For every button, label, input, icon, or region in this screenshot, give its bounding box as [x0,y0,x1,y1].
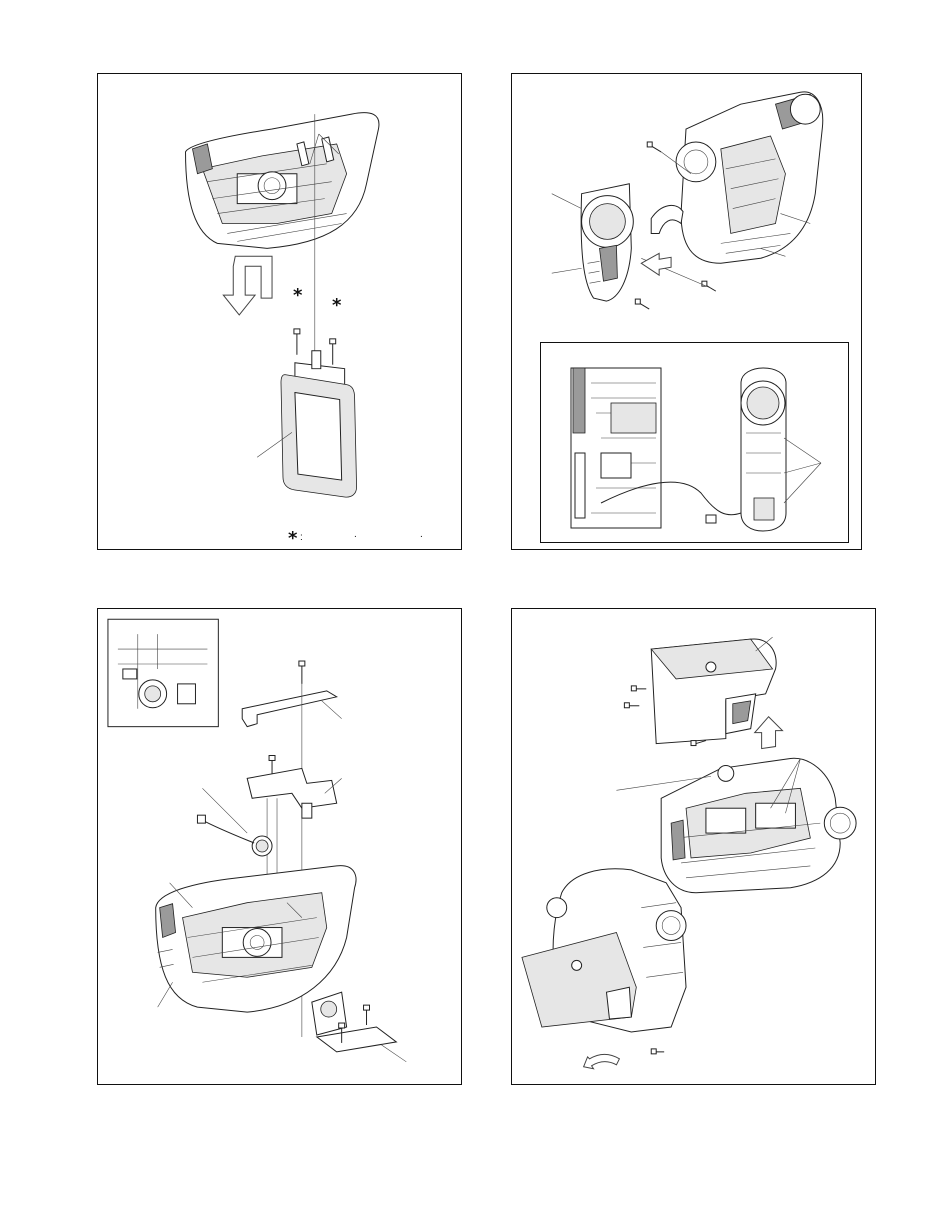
cassette-cover-removal-drawing [521,636,857,1070]
direction-arrow-icon [222,255,273,316]
grip-removal-drawing [551,91,824,310]
speaker-illustration [196,814,273,857]
leader-line [169,882,193,908]
direction-arrow-icon [753,715,784,750]
detail-inset [107,618,219,728]
upper-housing-illustration [185,112,380,249]
mechanism-illustration [660,757,857,894]
legend-asterisk: * [288,528,298,549]
camera-open-view-illustration [521,868,687,1033]
screw-icon [623,702,640,709]
grip-section-detail [740,367,787,532]
leader-line [381,1044,407,1063]
asterisk-mark-left: * [293,285,303,306]
motor-bracket-illustration [311,991,398,1053]
direction-arrow-icon [582,1053,621,1070]
screw-icon [690,740,707,747]
leader-line [157,982,173,1008]
grip-unit-illustration [580,183,634,302]
leader-line [783,437,822,464]
screw-icon [701,280,717,292]
leader-line [783,462,822,474]
leader-line [324,778,342,794]
screw-icon [646,141,662,153]
leader-line [551,193,582,209]
camera-body-illustration [675,91,824,264]
direction-arrow-icon [640,252,672,277]
screw-icon [650,1048,665,1055]
screw-icon [329,338,337,365]
screw-icon [293,328,301,355]
connector-detail-inset [540,342,849,543]
panel-lcd-monitor-removal: * * * : . . [97,73,462,550]
leader-line [755,636,773,652]
leader-line [770,758,801,809]
leader-line [783,462,822,504]
screw-icon [630,685,647,692]
legend-dot-1: . [354,529,357,540]
flex-cable-top [241,690,339,728]
asterisk-mark-right: * [332,295,342,316]
cassette-cover-illustration [650,638,777,745]
legend-separator: : [300,532,303,543]
screw-icon [338,1022,346,1043]
lower-housing-illustration [155,865,357,1013]
leader-line [321,700,342,719]
leader-line [202,788,248,834]
flat-cable [600,481,742,516]
screw-icon [298,660,306,684]
lcd-removal-drawing [185,112,380,498]
leader-line [785,758,801,814]
screw-icon [634,298,650,310]
panel-speaker-removal [97,608,462,1085]
speaker-removal-drawing [107,618,407,1063]
screw-icon [363,1004,371,1026]
legend-dot-2: . [420,529,423,540]
panel-cassette-cover-removal [511,608,876,1085]
body-section-detail [570,367,662,529]
leader-line [256,432,293,458]
panel-grip-removal [511,73,862,550]
leader-line [551,267,582,274]
leader-line [616,776,711,791]
lcd-monitor-illustration [280,374,357,498]
bracket-illustration [246,767,338,809]
strap-illustration [650,204,684,234]
